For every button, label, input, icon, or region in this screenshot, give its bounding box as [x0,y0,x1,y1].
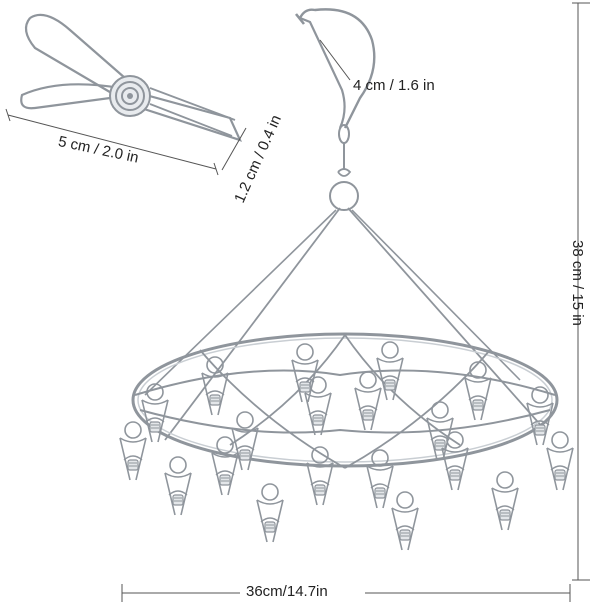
clothespin-detail [20,13,243,142]
height-dimension [572,2,590,581]
hook-dimension-leader [319,39,351,81]
total-height-label: 38 cm / 15 in [569,240,586,326]
hook-size-label: 4 cm / 1.6 in [353,77,435,94]
hanging-hook [294,8,376,211]
main-ring [131,332,559,469]
clip-height-dimension [221,127,247,171]
ring-diameter-label: 36cm/14.7in [246,583,328,600]
clip-length-dimension [5,108,219,176]
spring-coil [109,75,151,117]
width-dimension [121,584,571,602]
